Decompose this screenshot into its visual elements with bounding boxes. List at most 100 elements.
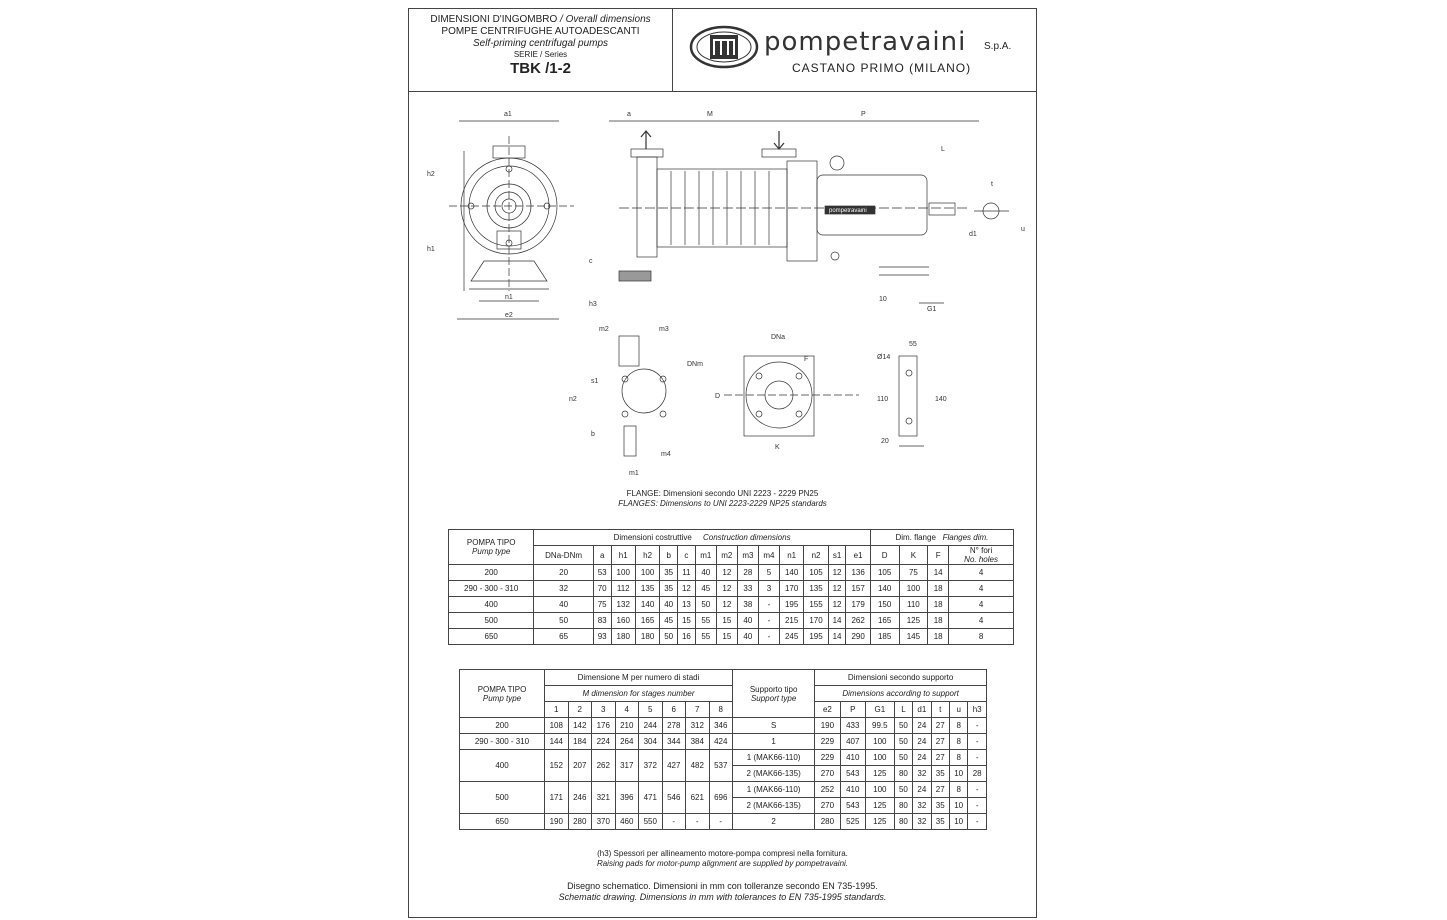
t2-group2: Dimensioni secondo supporto (814, 669, 987, 686)
t2-value-cell: 10 (948, 797, 969, 814)
label-L: L (941, 146, 945, 153)
t2-value-cell: 27 (930, 749, 950, 766)
label-20: 20 (881, 438, 889, 445)
t2-m-cell: 144 (544, 733, 569, 750)
label-a: a (627, 111, 631, 118)
t2-value-cell: 125 (864, 765, 895, 782)
t1-value-cell: - (757, 628, 780, 645)
t1-value-cell: 32 (533, 580, 594, 597)
t2-m-cell: 372 (638, 749, 663, 782)
t1-pump-cell: 290 - 300 - 310 (447, 580, 535, 597)
title-line1-it: DIMENSIONI D'INGOMBRO (430, 14, 558, 25)
t2-support: Supporto tipo (749, 684, 798, 694)
front-view-drawing: a1 h2 h1 n1 e2 (427, 111, 574, 320)
t2-value-cell: 24 (912, 749, 932, 766)
t2-m-cell: 176 (591, 717, 616, 734)
t2-m-cell: 621 (685, 781, 710, 814)
t1-value-cell: 105 (803, 564, 829, 581)
label-110: 110 (877, 396, 888, 403)
t2-pump-cell: 400 (459, 749, 545, 782)
title-series: SERIE / Series (513, 50, 568, 59)
t1-value-cell: 12 (677, 580, 696, 597)
t2-col: e2 (814, 701, 841, 718)
t2-value-cell: 27 (930, 717, 950, 734)
t2-support-cell: 2 (731, 813, 816, 830)
t2-m-cell: 152 (544, 749, 569, 782)
t2-m-cell: 427 (661, 749, 686, 782)
label-K: K (775, 444, 780, 451)
t2-value-cell: 50 (893, 717, 914, 734)
t1-col: c (677, 545, 696, 565)
t1-col: m4 (757, 545, 780, 565)
t2-value-cell: 280 (814, 813, 841, 830)
t1-pump-cell: 400 (447, 596, 535, 613)
t2-value-cell: 27 (930, 781, 950, 798)
t1-value-cell: 245 (778, 628, 805, 645)
footer-en: Schematic drawing. Dimensions in mm with… (558, 892, 887, 902)
t1-group2: Dim. flange (895, 533, 936, 542)
t1-value-cell: 140 (869, 580, 900, 597)
t2-col: u (948, 701, 969, 718)
t1-value-cell: 145 (898, 628, 929, 645)
label-DNa: DNa (771, 334, 785, 341)
t2-value-cell: 80 (893, 813, 914, 830)
label-m1: m1 (629, 470, 639, 477)
t1-value-cell: 14 (827, 612, 847, 629)
t2-m-cell: 370 (591, 813, 616, 830)
label-d1: d1 (969, 231, 977, 238)
brand-block: pompetravaini S.p.A. CASTANO PRIMO (MILA… (674, 9, 1036, 91)
label-P: P (861, 111, 866, 118)
t2-col: d1 (912, 701, 932, 718)
t2-value-cell: 410 (839, 781, 866, 798)
t1-value-cell: 170 (778, 580, 805, 597)
label-e2: e2 (505, 312, 513, 319)
t1-value-cell: 165 (869, 612, 900, 629)
t2-group2-en: Dimensions according to support (814, 685, 987, 702)
t2-value-cell: - (967, 781, 987, 798)
t1-pump-type: POMPA TIPO (466, 538, 516, 547)
t2-value-cell: 8 (948, 781, 969, 798)
t2-m-cell: 696 (708, 781, 733, 814)
t2-stage-col: 4 (614, 701, 639, 718)
t2-m-cell: 321 (591, 781, 616, 814)
t1-pump-cell: 500 (447, 612, 535, 629)
t2-pump-cell: 290 - 300 - 310 (459, 733, 545, 750)
label-nameplate: pompetravaini (829, 208, 867, 214)
t1-value-cell: 262 (845, 612, 871, 629)
t1-value-cell: 195 (803, 628, 829, 645)
company-logo-icon (689, 25, 759, 69)
t1-col: h1 (610, 545, 636, 565)
footer-it: Disegno schematico. Dimensioni in mm con… (567, 881, 878, 891)
t2-m-cell: 184 (567, 733, 592, 750)
t2-value-cell: 543 (839, 765, 866, 782)
t2-m-cell: 280 (567, 813, 592, 830)
t2-value-cell: 35 (930, 797, 950, 814)
t2-stage-col: 7 (685, 701, 710, 718)
t2-m-cell: 550 (638, 813, 663, 830)
title-model: TBK /1-2 (510, 60, 571, 77)
t2-group1-en: M dimension for stages number (544, 685, 733, 702)
h3-note-it: (h3) Spessori per allineamento motore-po… (597, 849, 848, 858)
t1-value-cell: 179 (845, 596, 871, 613)
t2-value-cell: 24 (912, 733, 932, 750)
t1-value-cell: 105 (869, 564, 900, 581)
t2-pump-cell: 650 (459, 813, 545, 830)
t1-value-cell: 125 (898, 612, 929, 629)
label-h2: h2 (427, 171, 435, 178)
t1-value-cell: 140 (634, 596, 661, 613)
label-s1: s1 (591, 378, 599, 385)
side-view-drawing: a M P pompetravaini c h3 (589, 111, 1025, 313)
t1-value-cell: 12 (715, 580, 738, 597)
t1-value-cell: 65 (533, 628, 594, 645)
t2-value-cell: - (967, 813, 987, 830)
t1-value-cell: 136 (845, 564, 871, 581)
t2-col: L (893, 701, 914, 718)
t2-value-cell: 229 (814, 749, 841, 766)
title-text-block: DIMENSIONI D'INGOMBRO / Overall dimensio… (409, 9, 673, 91)
t2-value-cell: - (967, 717, 987, 734)
t1-value-cell: 18 (927, 628, 950, 645)
t2-pump-type-en: Pump type (482, 693, 522, 703)
